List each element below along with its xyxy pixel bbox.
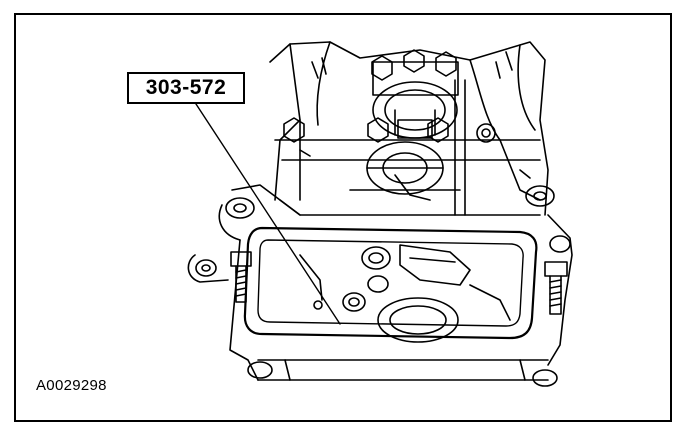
lower-housing — [187, 184, 573, 387]
callout-leader-line — [195, 103, 341, 325]
seal-gasket — [243, 226, 538, 340]
right-stud — [544, 261, 568, 315]
figure-border — [14, 13, 672, 422]
tool-number-callout: 303-572 — [127, 72, 245, 104]
upper-pulley — [366, 61, 459, 195]
left-stud — [230, 251, 252, 303]
housing-internals — [299, 244, 511, 343]
figure-id-label: A0029298 — [36, 377, 107, 394]
upper-bolts — [283, 49, 496, 143]
engine-block-upper — [269, 41, 549, 216]
